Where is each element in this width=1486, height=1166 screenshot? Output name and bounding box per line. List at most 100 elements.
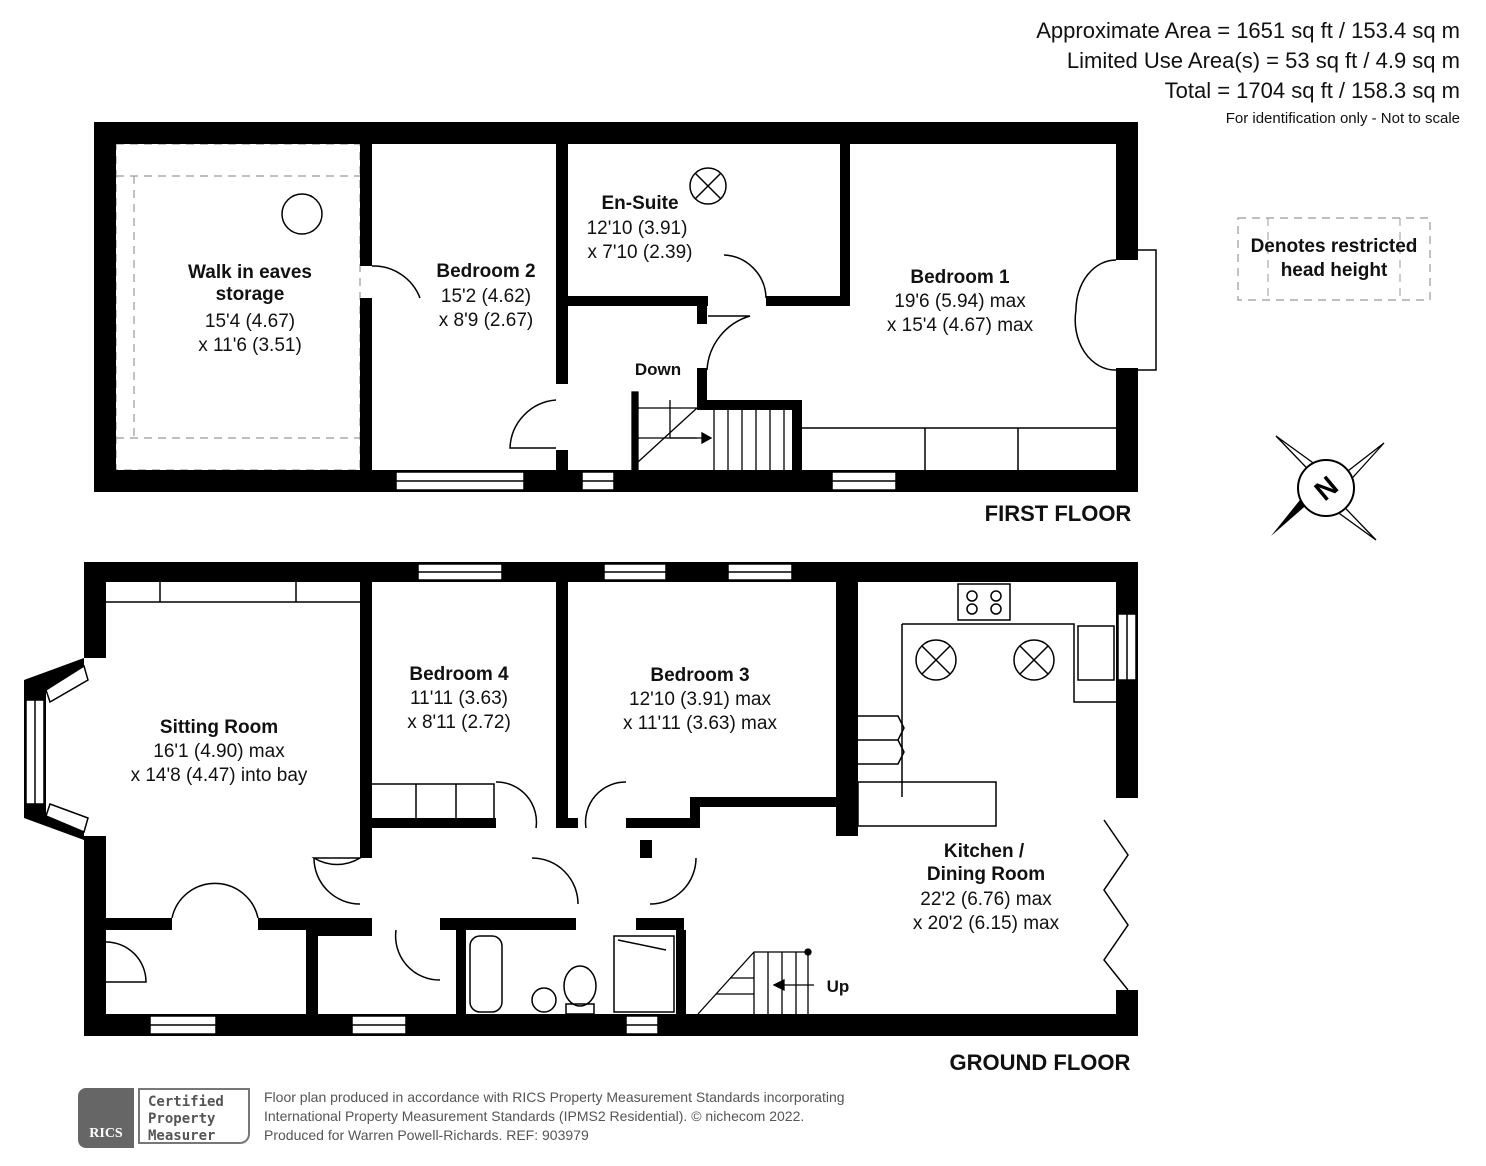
wall	[306, 930, 318, 1014]
floor-title: GROUND FLOOR	[950, 1050, 1131, 1075]
wall	[690, 797, 836, 807]
wall	[360, 298, 372, 470]
approximate-area: Approximate Area = 1651 sq ft / 153.4 sq…	[1036, 18, 1460, 43]
wall	[84, 1014, 1138, 1036]
room-dimensions: x 7'10 (2.39)	[587, 242, 692, 263]
room-dimensions: x 20'2 (6.15) max	[913, 913, 1060, 934]
wall	[94, 122, 116, 492]
skylight-icon	[281, 193, 323, 235]
room-dimensions: x 8'9 (2.67)	[439, 310, 533, 331]
light-icon	[915, 639, 957, 681]
limited-use-area: Limited Use Area(s) = 53 sq ft / 4.9 sq …	[1066, 48, 1460, 73]
wall	[94, 470, 1138, 492]
stairs-up	[697, 948, 814, 1015]
room-dimensions: 15'2 (4.62)	[441, 286, 531, 307]
rics-logo: RICS	[78, 1088, 134, 1148]
wall	[792, 400, 802, 470]
wall	[556, 450, 568, 470]
extractor-fan-icon	[689, 167, 727, 205]
wall	[640, 840, 652, 858]
wall	[1116, 122, 1138, 260]
wall	[568, 818, 578, 828]
fittings	[105, 582, 1129, 1015]
wall	[360, 828, 372, 858]
wall	[690, 797, 700, 828]
room-name: storage	[216, 284, 285, 305]
room-name: Bedroom 2	[436, 261, 535, 282]
wall	[258, 918, 372, 930]
room-dimensions: x 8'11 (2.72)	[407, 712, 511, 733]
legend: Denotes restricted head height	[1237, 217, 1431, 301]
room-name: Bedroom 1	[910, 267, 1010, 288]
room-name: Dining Room	[927, 864, 1045, 885]
area-summary: Approximate Area = 1651 sq ft / 153.4 sq…	[1036, 16, 1460, 130]
wall	[840, 144, 850, 306]
wall	[106, 918, 172, 930]
wall	[318, 930, 372, 936]
room-name: Kitchen /	[944, 841, 1025, 862]
wall	[440, 918, 576, 930]
wall	[372, 818, 496, 828]
wall	[94, 122, 1138, 144]
wall	[556, 144, 568, 384]
room-name: Sitting Room	[160, 717, 278, 738]
first-floor-plan: Walk in eaves storage 15'4 (4.67) x 11'6…	[94, 122, 1157, 526]
room-name: Walk in eaves	[188, 262, 312, 283]
legend-text: head height	[1281, 260, 1388, 281]
room-dimensions: 19'6 (5.94) max	[894, 291, 1026, 312]
wall	[676, 930, 686, 1014]
room-dimensions: 11'11 (3.63)	[410, 688, 508, 709]
wall	[697, 368, 707, 402]
wall	[1116, 368, 1138, 492]
windows	[149, 563, 1137, 1035]
stairs-down	[631, 391, 785, 471]
wall	[568, 296, 708, 306]
ground-floor-plan: Sitting Room 16'1 (4.90) max x 14'8 (4.4…	[24, 562, 1138, 1075]
compass-icon: N	[1271, 435, 1385, 541]
rics-badge: RICS Certified Property Measurer	[78, 1088, 252, 1148]
wall	[697, 306, 707, 324]
room-name: En-Suite	[601, 193, 678, 214]
footer-line: International Property Measurement Stand…	[264, 1108, 805, 1124]
total-area: Total = 1704 sq ft / 158.3 sq m	[1164, 78, 1460, 103]
room-dimensions: 16'1 (4.90) max	[153, 741, 285, 762]
legend-text: Denotes restricted	[1251, 236, 1418, 257]
room-name: Bedroom 4	[409, 664, 509, 685]
wall	[697, 400, 801, 410]
scale-note: For identification only - Not to scale	[1225, 110, 1460, 127]
bay-windows	[25, 664, 89, 834]
room-name: Bedroom 3	[650, 665, 749, 686]
room-dimensions: 12'10 (3.91)	[587, 218, 688, 239]
room-dimensions: x 15'4 (4.67) max	[887, 315, 1034, 336]
restricted-head-height-zone	[115, 143, 361, 471]
wall	[836, 582, 858, 836]
wall	[360, 144, 372, 266]
footer-text: Floor plan produced in accordance with R…	[264, 1088, 845, 1145]
wall	[456, 930, 466, 1014]
stairs-label: Down	[635, 360, 681, 379]
wall	[84, 836, 106, 1036]
room-dimensions: 15'4 (4.67)	[205, 311, 295, 332]
stairs-label: Up	[827, 977, 850, 996]
wall	[360, 582, 372, 828]
doors	[281, 167, 1117, 470]
room-dimensions: x 14'8 (4.47) into bay	[131, 765, 308, 786]
room-dimensions: x 11'6 (3.51)	[198, 335, 302, 356]
wall	[626, 818, 696, 828]
room-dimensions: 22'2 (6.76) max	[920, 889, 1052, 910]
wall	[636, 918, 684, 930]
light-icon	[1013, 639, 1055, 681]
footer-line: Floor plan produced in accordance with R…	[264, 1089, 845, 1105]
badge-text: Property	[148, 1111, 216, 1127]
badge-text: Certified	[148, 1094, 224, 1110]
badge-text: Measurer	[148, 1128, 216, 1144]
wall	[84, 562, 106, 658]
room-dimensions: 12'10 (3.91) max	[629, 689, 771, 710]
windows	[395, 249, 1157, 491]
wall	[1116, 990, 1138, 1036]
room-dimensions: x 11'11 (3.63) max	[623, 713, 777, 734]
rics-logo-text: RICS	[89, 1126, 123, 1141]
wall	[766, 296, 850, 306]
footer-line: Produced for Warren Powell-Richards. REF…	[264, 1127, 589, 1143]
